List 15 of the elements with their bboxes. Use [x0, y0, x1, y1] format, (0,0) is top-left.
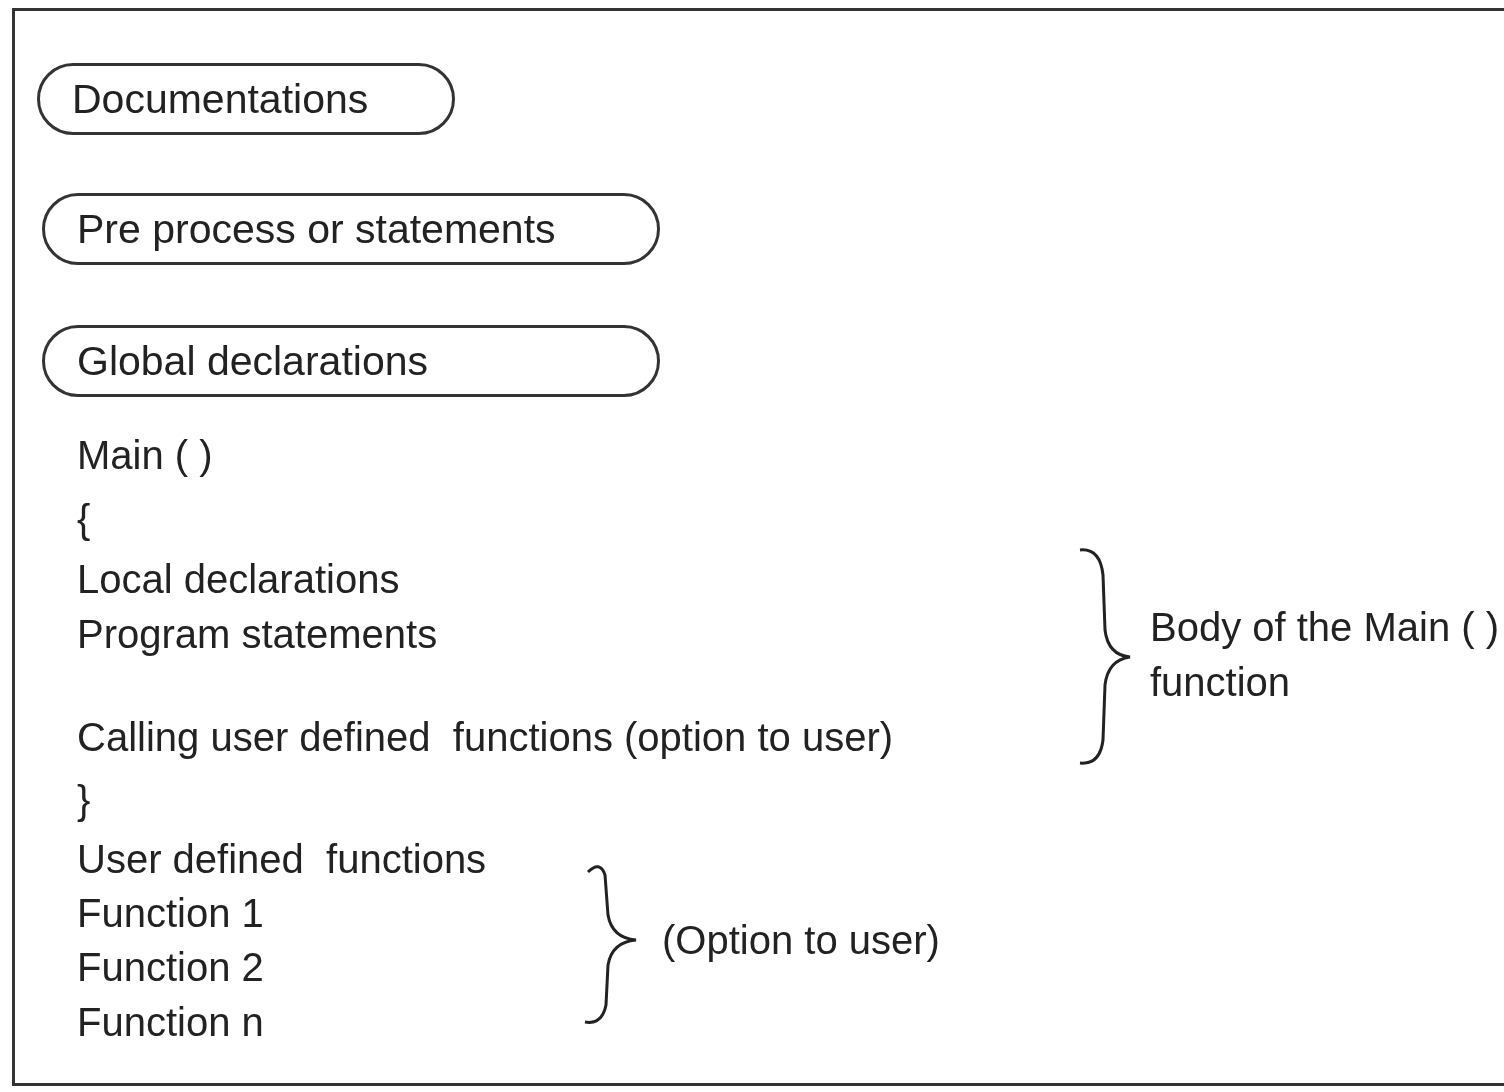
code-line: Local declarations [77, 556, 400, 603]
code-line: Program statements [77, 611, 438, 658]
annotation: Body of the Main ( ) function [1150, 604, 1500, 706]
rounded-box: Global declarations [42, 325, 660, 397]
code-line: Function 1 [77, 890, 264, 937]
rounded-box: Pre process or statements [42, 193, 660, 265]
code-line: Function 2 [77, 944, 264, 991]
annotation: (Option to user) [662, 917, 940, 964]
code-line: Function n [77, 999, 264, 1046]
rounded-box: Documentations [37, 63, 455, 135]
code-line: } [77, 777, 91, 824]
code-line: User defined functions [77, 836, 487, 883]
code-line: Main ( ) [77, 432, 213, 479]
code-line: Calling user defined functions (option to user) [77, 714, 893, 761]
code-line: { [77, 496, 91, 543]
